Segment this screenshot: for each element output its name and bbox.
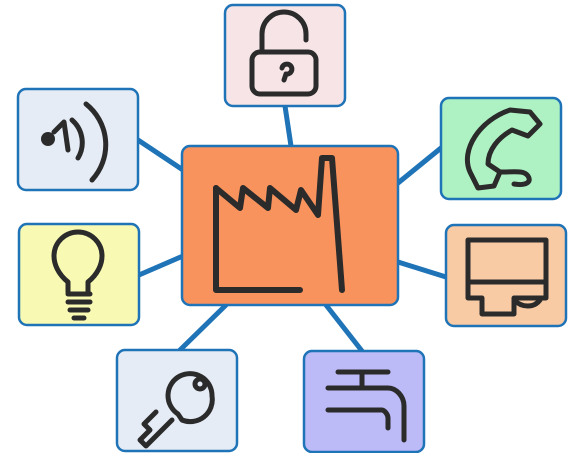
center-node-box (180, 144, 400, 307)
signal-source-dot (41, 132, 55, 146)
light-bulb-icon (51, 229, 105, 321)
node-tap[interactable] (302, 349, 426, 453)
connectors (135, 103, 449, 354)
open-padlock-icon (249, 9, 319, 97)
water-tap-icon (325, 369, 407, 443)
node-tap-box (302, 349, 426, 453)
connector-key (177, 302, 229, 353)
key-icon (137, 371, 215, 449)
connector-radio (135, 137, 186, 173)
connector-padlock (282, 103, 294, 149)
node-phone[interactable] (439, 96, 563, 201)
node-padlock[interactable] (223, 3, 347, 108)
node-bulb[interactable] (17, 222, 141, 327)
factory-icon (213, 155, 345, 293)
center-node (180, 144, 400, 307)
node-padlock-box (223, 3, 347, 108)
connector-bulb (136, 253, 186, 278)
node-monitor[interactable] (444, 223, 568, 328)
connector-phone (395, 145, 444, 186)
node-key[interactable] (115, 348, 239, 453)
computer-monitor-icon (465, 237, 549, 317)
node-bulb-box (17, 222, 141, 327)
node-radio[interactable] (16, 87, 140, 192)
node-key-box (115, 348, 239, 453)
node-radio-box (16, 87, 140, 192)
radio-signal-icon (41, 101, 109, 183)
connector-tap (323, 302, 365, 354)
telephone-handset-icon (464, 107, 543, 191)
connector-monitor (395, 259, 449, 280)
